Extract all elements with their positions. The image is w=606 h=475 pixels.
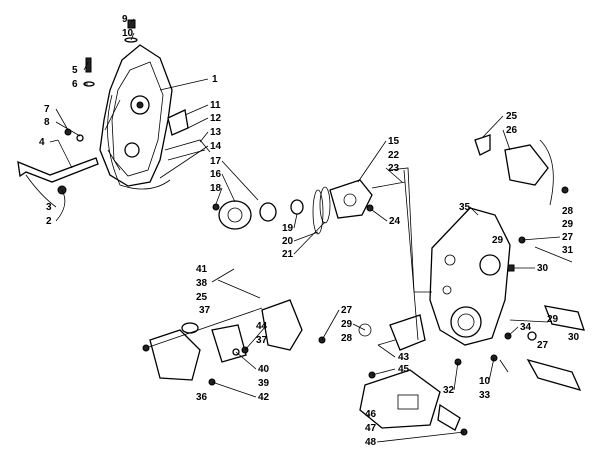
callout-44: 44 (256, 321, 268, 332)
callout-32: 32 (443, 385, 455, 396)
callout-30-lower: 30 (568, 332, 580, 343)
top-right-bracket (474, 134, 554, 206)
callout-38: 38 (196, 278, 208, 289)
callout-3: 3 (46, 202, 52, 213)
callout-2: 2 (46, 216, 52, 227)
callout-8: 8 (44, 117, 50, 128)
callout-28-center: 28 (341, 333, 353, 344)
callout-24: 24 (389, 216, 401, 227)
callout-42: 42 (258, 392, 270, 403)
spring-clip (164, 139, 211, 161)
gear-case (429, 207, 511, 346)
spacer (290, 199, 304, 215)
leader-lines (25, 18, 561, 443)
callout-27-lower: 27 (537, 340, 549, 351)
callout-12: 12 (210, 113, 222, 124)
callout-4: 4 (39, 137, 45, 148)
callout-29-shaft: 29 (547, 314, 559, 325)
pump-housing (329, 179, 373, 219)
callout-20: 20 (282, 236, 294, 247)
callout-19: 19 (282, 223, 294, 234)
callout-40: 40 (258, 364, 270, 375)
callout-22: 22 (388, 150, 400, 161)
callout-7: 7 (44, 104, 50, 115)
brake-pads (318, 314, 426, 351)
callout-1: 1 (212, 74, 218, 85)
bearing-flange (218, 200, 252, 230)
chaincase-cover (99, 44, 173, 187)
callout-16: 16 (210, 169, 222, 180)
pin (371, 181, 406, 189)
callout-28-right: 28 (562, 206, 574, 217)
seal-ring (259, 202, 277, 222)
callout-10-lower: 10 (479, 376, 491, 387)
callout-5: 5 (72, 65, 78, 76)
right-shaft-assembly (504, 305, 585, 392)
callout-13: 13 (210, 127, 222, 138)
cover-gasket (107, 94, 171, 190)
callout-36: 36 (196, 392, 208, 403)
callout-27-right: 27 (562, 232, 574, 243)
callout-43: 43 (398, 352, 410, 363)
callout-29-right: 29 (562, 219, 574, 230)
left-small-bolts (64, 128, 84, 142)
callout-15: 15 (388, 136, 400, 147)
callout-25-top: 25 (506, 111, 518, 122)
callout-9: 9 (122, 14, 128, 25)
callout-27-center: 27 (341, 305, 353, 316)
callout-48: 48 (365, 437, 377, 448)
callout-17: 17 (210, 156, 222, 167)
caliper-mount (142, 279, 303, 386)
callout-46: 46 (365, 409, 377, 420)
bracket-plate (167, 109, 189, 136)
callout-labels: 9 10 5 6 1 11 12 13 7 8 4 14 3 2 17 16 1… (39, 14, 580, 448)
callout-31: 31 (562, 245, 574, 256)
callout-33: 33 (479, 390, 491, 401)
callout-10: 10 (122, 28, 134, 39)
dipstick-bolt (83, 57, 95, 87)
callout-14: 14 (210, 141, 222, 152)
small-screw-24 (366, 204, 374, 212)
callout-11: 11 (210, 100, 221, 111)
right-bolts (507, 186, 573, 272)
gear-case-bottom-bolts (454, 354, 509, 373)
callout-47: 47 (365, 423, 377, 434)
callout-21: 21 (282, 249, 294, 260)
callout-18: 18 (210, 183, 222, 194)
callout-41: 41 (196, 264, 208, 275)
brake-lever (17, 139, 99, 183)
callout-26: 26 (506, 125, 518, 136)
washer-18 (212, 203, 220, 211)
connector-lines (389, 167, 432, 341)
callout-23: 23 (388, 163, 400, 174)
o-rings (312, 186, 331, 235)
callout-45: 45 (398, 364, 410, 375)
callout-34: 34 (520, 322, 532, 333)
callout-6: 6 (72, 79, 78, 90)
callout-37-upper: 37 (199, 305, 211, 316)
callout-29-case: 29 (492, 235, 504, 246)
callout-39: 39 (258, 378, 270, 389)
callout-29-center: 29 (341, 319, 353, 330)
callout-37-lower: 37 (256, 335, 268, 346)
callout-25-lower: 25 (196, 292, 208, 303)
callout-30-upper: 30 (537, 263, 549, 274)
callout-35: 35 (459, 202, 471, 213)
